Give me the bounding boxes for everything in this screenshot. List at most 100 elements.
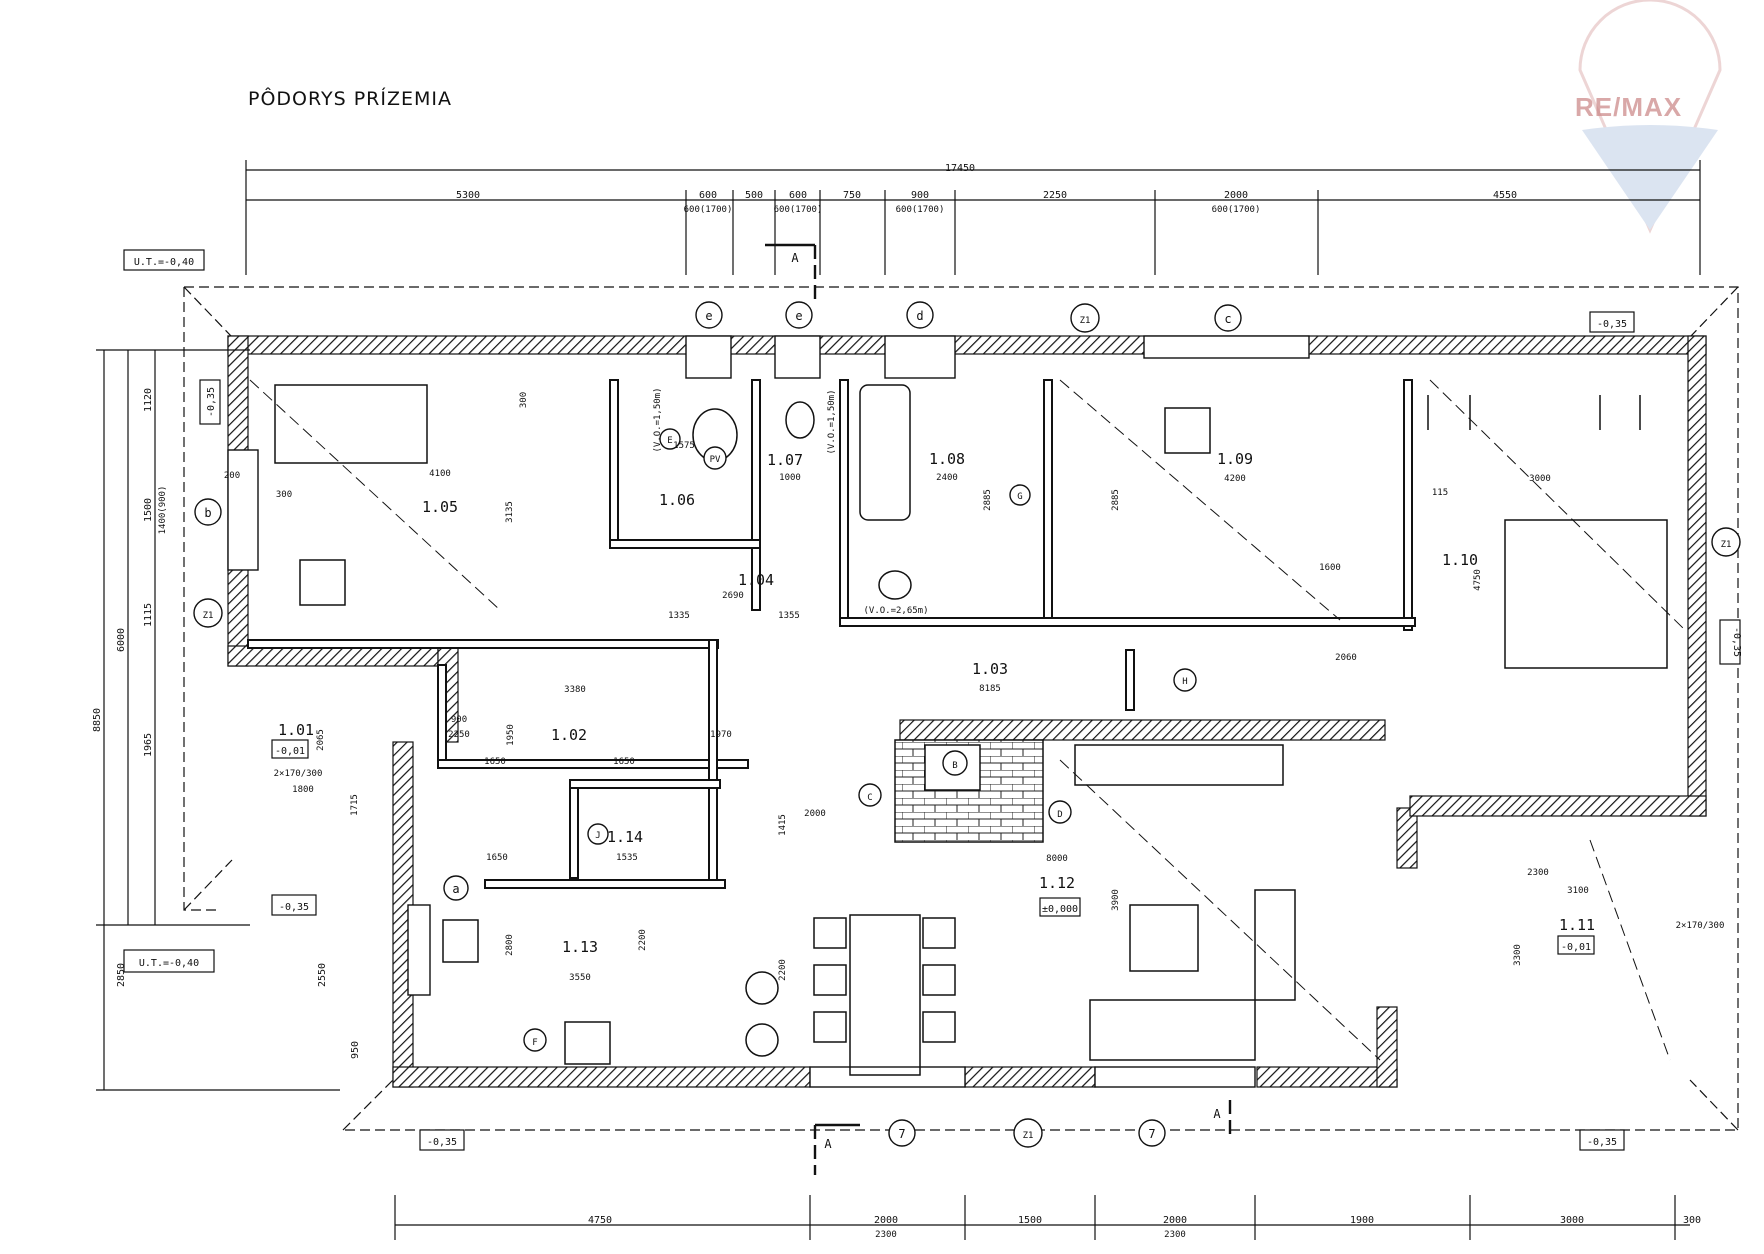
vo-1: (V.O.=1,50m) [653, 387, 663, 452]
dim-left-950: 950 [350, 1041, 361, 1059]
bed-1-10 [1504, 519, 1668, 669]
room-1-07: 1.07 [767, 451, 803, 469]
tag-pv: PV [710, 455, 721, 465]
interior-walls [247, 379, 1416, 889]
dim-top-7: 2250 [1043, 190, 1067, 201]
room-1-02: 1.02 [551, 726, 587, 744]
level-room-1-12: ±0,000 [1042, 904, 1078, 915]
window-tag-z1-right: Z1 [1721, 540, 1732, 550]
dim-2885-a: 2885 [983, 489, 993, 511]
dim-4200: 4200 [1224, 474, 1246, 484]
dim-1715: 1715 [350, 794, 360, 816]
dim-1650-b: 1650 [613, 757, 635, 767]
window-tag-c: c [1224, 312, 1231, 326]
dim-1355: 1355 [778, 611, 800, 621]
dim-1650-c: 1650 [486, 853, 508, 863]
sofa [1089, 889, 1296, 1061]
dim-bottom-6: 3000 [1560, 1215, 1584, 1226]
bathtub [859, 384, 911, 521]
room-1-13: 1.13 [562, 938, 598, 956]
dim-top-2-sub: 600(1700) [684, 205, 733, 215]
dim-top-3: 500 [745, 190, 763, 201]
room-1-04: 1.04 [738, 571, 774, 589]
dim-3100: 3100 [1567, 886, 1589, 896]
dim-left-1965: 1965 [143, 733, 154, 757]
room-1-01: 1.01 [278, 721, 314, 739]
left-dimension-lines [96, 349, 340, 1091]
tag-j: J [595, 831, 600, 841]
level-ut-top: U.T.=-0,40 [134, 257, 194, 268]
dim-1950: 1950 [506, 724, 516, 746]
remax-logo: RE/MAX [1575, 92, 1683, 122]
bed-1-05 [274, 384, 428, 464]
dim-1600: 1600 [1319, 563, 1341, 573]
dim-left-1400: 1400(900) [158, 486, 168, 535]
top-dimension-lines [245, 160, 1701, 275]
exterior-walls [227, 335, 1707, 1088]
level-room-1-01: -0,01 [275, 746, 305, 757]
dim-300-a: 300 [276, 490, 292, 500]
dim-4100: 4100 [429, 469, 451, 479]
window-tag-7-a: 7 [898, 1127, 905, 1141]
armchair-1-09 [1164, 407, 1211, 454]
dim-top-8: 2000 [1224, 190, 1248, 201]
dim-bottom-3: 1500 [1018, 1215, 1042, 1226]
dim-2885-b: 2885 [1111, 489, 1121, 511]
window-tag-z1-bottom: Z1 [1023, 1131, 1034, 1141]
window-tag-z1-top: Z1 [1080, 316, 1091, 326]
window-tag-e-2: e [795, 309, 802, 323]
window-tag-e-1: e [705, 309, 712, 323]
vo-2: (V.O.=1,50m) [827, 389, 837, 454]
dim-bottom-2-sub: 2300 [875, 1230, 897, 1240]
dim-top-2: 600 [699, 190, 717, 201]
dim-left-1115: 1115 [143, 603, 154, 627]
dim-top-5: 750 [843, 190, 861, 201]
tag-d: D [1057, 810, 1062, 820]
dim-bottom-5: 1900 [1350, 1215, 1374, 1226]
sink [442, 919, 479, 963]
dim-3135: 3135 [505, 501, 515, 523]
furniture [274, 384, 1668, 1076]
dim-bottom-2: 2000 [874, 1215, 898, 1226]
level-mid-left: -0,35 [279, 902, 309, 913]
tag-h: H [1182, 677, 1187, 687]
dim-1535: 1535 [616, 853, 638, 863]
dim-3300: 3300 [1513, 944, 1523, 966]
tag-e: E [667, 436, 672, 446]
dim-1650-a: 1650 [484, 757, 506, 767]
dim-top-9: 4550 [1493, 190, 1517, 201]
level-bottom-left: -0,35 [427, 1137, 457, 1148]
dim-8185: 8185 [979, 684, 1001, 694]
room-1-10: 1.10 [1442, 551, 1478, 569]
dim-200: 200 [224, 471, 240, 481]
tv-unit [1074, 744, 1284, 786]
dim-bottom-7: 300 [1683, 1215, 1701, 1226]
dim-left-6000: 6000 [116, 628, 127, 652]
room-1-05: 1.05 [422, 498, 458, 516]
tag-f: F [532, 1038, 537, 1048]
dim-1970: 1970 [710, 730, 732, 740]
window-tag-7-b: 7 [1148, 1127, 1155, 1141]
dim-top-1: 5300 [456, 190, 480, 201]
dim-bottom-1: 4750 [588, 1215, 612, 1226]
room-1-09: 1.09 [1217, 450, 1253, 468]
remax-balloon-icon [1578, 0, 1722, 234]
window-tag-d: d [916, 309, 923, 323]
vo-3: (V.O.=2,65m) [863, 606, 928, 616]
level-room-1-11: -0,01 [1561, 942, 1591, 953]
level-left: -0,35 [206, 387, 217, 417]
dim-1000: 1000 [779, 473, 801, 483]
tag-g: G [1017, 492, 1022, 502]
dim-total: 17450 [945, 163, 975, 174]
dim-2400: 2400 [936, 473, 958, 483]
level-right: -0,35 [1731, 627, 1742, 657]
dim-8000: 8000 [1046, 854, 1068, 864]
dim-2065: 2065 [316, 729, 326, 751]
dim-2800: 2800 [505, 934, 515, 956]
dim-3000: 3000 [1529, 474, 1551, 484]
dim-1575: 1575 [673, 441, 695, 451]
toilet-1-07 [785, 401, 815, 439]
terrace-outline [183, 286, 1739, 1131]
dim-top-6: 900 [911, 190, 929, 201]
